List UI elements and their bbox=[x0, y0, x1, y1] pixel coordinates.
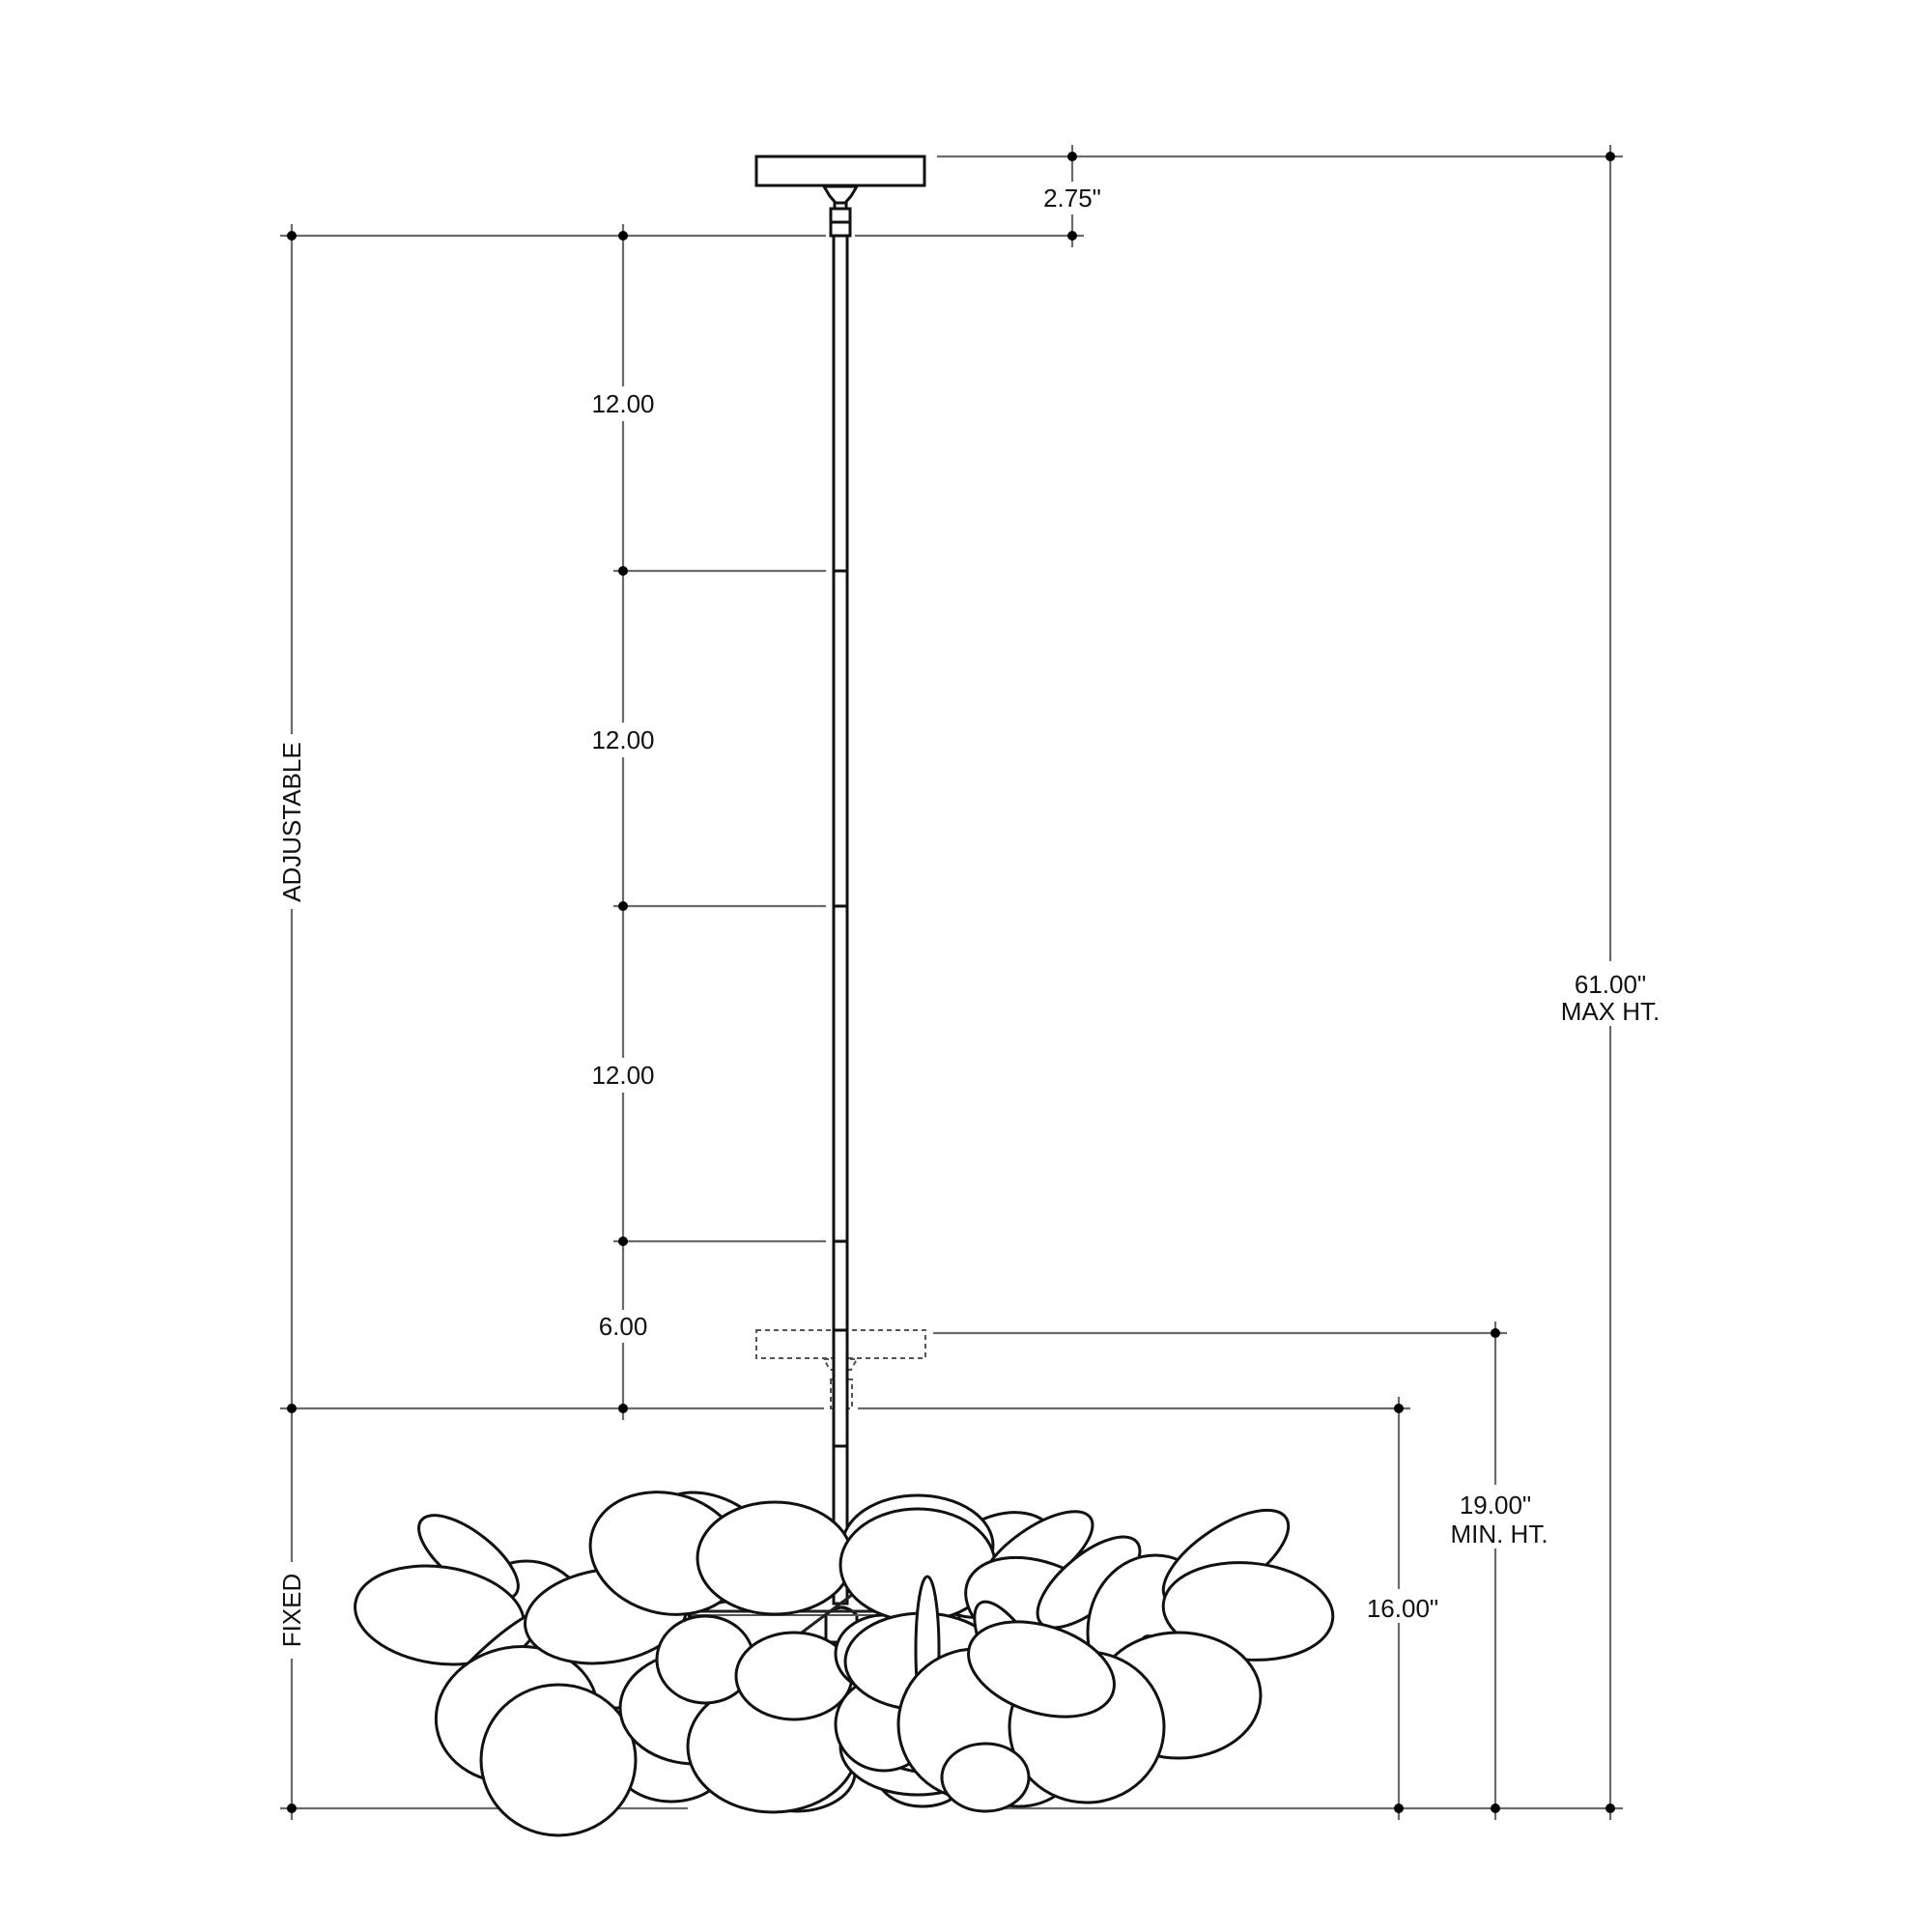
rod-segment-1-label: 12.00 bbox=[584, 389, 662, 418]
max-height-value: 61.00" bbox=[1565, 970, 1656, 999]
adjustable-label: ADJUSTABLE bbox=[277, 735, 306, 909]
chandelier-leaf-cluster bbox=[354, 1491, 1335, 1837]
rod-segment-4-label: 6.00 bbox=[590, 1312, 656, 1341]
rod-segment-3-label: 12.00 bbox=[584, 1061, 662, 1090]
dimension-endpoints bbox=[287, 152, 1615, 1813]
min-height-canopy-outline bbox=[755, 1328, 926, 1448]
min-height-label: MIN. HT. bbox=[1443, 1520, 1555, 1548]
dimension-lines bbox=[280, 145, 1623, 1820]
ceiling-canopy bbox=[754, 155, 926, 238]
fixed-label: FIXED bbox=[277, 1562, 306, 1659]
max-height-label: MAX HT. bbox=[1557, 997, 1663, 1026]
canopy-height-label: 2.75" bbox=[1037, 184, 1108, 213]
rod-segment-2-label: 12.00 bbox=[584, 725, 662, 754]
fixture-height-label: 16.00" bbox=[1356, 1594, 1449, 1623]
min-height-value: 19.00" bbox=[1449, 1491, 1542, 1520]
